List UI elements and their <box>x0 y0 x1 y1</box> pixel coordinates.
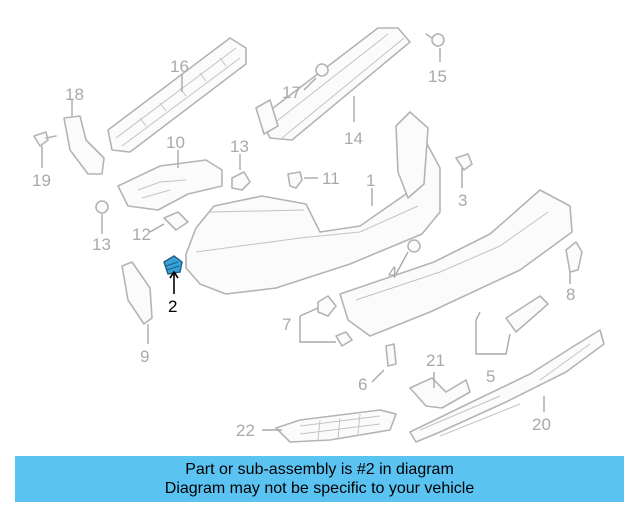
part-15-clip <box>425 33 445 47</box>
label-13a: 13 <box>230 137 249 156</box>
banner-line-part: Part or sub-assembly is #2 in diagram <box>185 461 454 478</box>
label-16: 16 <box>170 57 189 76</box>
part-9-side-reflector <box>121 261 153 325</box>
label-17: 17 <box>282 83 301 102</box>
label-15: 15 <box>428 67 447 86</box>
label-2: 2 <box>168 297 177 316</box>
part-7-brackets <box>317 295 549 347</box>
part-11-screw <box>287 171 303 189</box>
label-11: 11 <box>322 169 340 188</box>
label-5: 5 <box>486 367 495 386</box>
label-4: 4 <box>388 263 397 282</box>
part-8-cap <box>565 241 583 273</box>
banner-line-disclaimer: Diagram may not be specific to your vehi… <box>164 480 475 497</box>
part-20-diffuser <box>409 329 605 443</box>
label-6: 6 <box>358 375 367 394</box>
part-13b-nut <box>95 200 109 214</box>
parts-diagram: 16 18 10 13 17 14 15 19 11 1 3 12 13 4 8… <box>32 27 605 443</box>
part-3-clip <box>455 153 473 171</box>
part-5-valance <box>339 189 573 337</box>
label-12: 12 <box>132 225 151 244</box>
part-6-bolt <box>385 343 397 367</box>
part-10-bracket <box>117 159 223 211</box>
part-1-bumper-cover <box>185 111 441 295</box>
part-12-clip <box>163 211 189 231</box>
part-2-screw-highlighted <box>163 255 183 275</box>
label-10: 10 <box>166 133 185 152</box>
label-7: 7 <box>282 315 291 334</box>
label-19: 19 <box>32 171 51 190</box>
part-18-bracket <box>63 115 105 175</box>
label-21: 21 <box>426 351 445 370</box>
label-20: 20 <box>532 415 551 434</box>
info-banner: Part or sub-assembly is #2 in diagram Di… <box>15 456 624 502</box>
label-13b: 13 <box>92 235 111 254</box>
part-14-reinforcement <box>255 27 411 141</box>
label-22: 22 <box>236 421 255 440</box>
label-18: 18 <box>65 85 84 104</box>
leader-arrows <box>41 48 571 431</box>
part-22-reflector <box>275 409 397 443</box>
part-19-screw <box>33 131 57 147</box>
part-13a-nut <box>231 171 251 191</box>
label-3: 3 <box>458 191 467 210</box>
part-17-clip <box>315 63 329 77</box>
label-9: 9 <box>140 347 149 366</box>
part-21-bracket <box>409 377 471 409</box>
part-16-absorber <box>107 37 247 153</box>
label-1: 1 <box>366 171 375 190</box>
label-14: 14 <box>344 129 363 148</box>
part-4-clip <box>407 239 421 253</box>
label-8: 8 <box>566 285 575 304</box>
